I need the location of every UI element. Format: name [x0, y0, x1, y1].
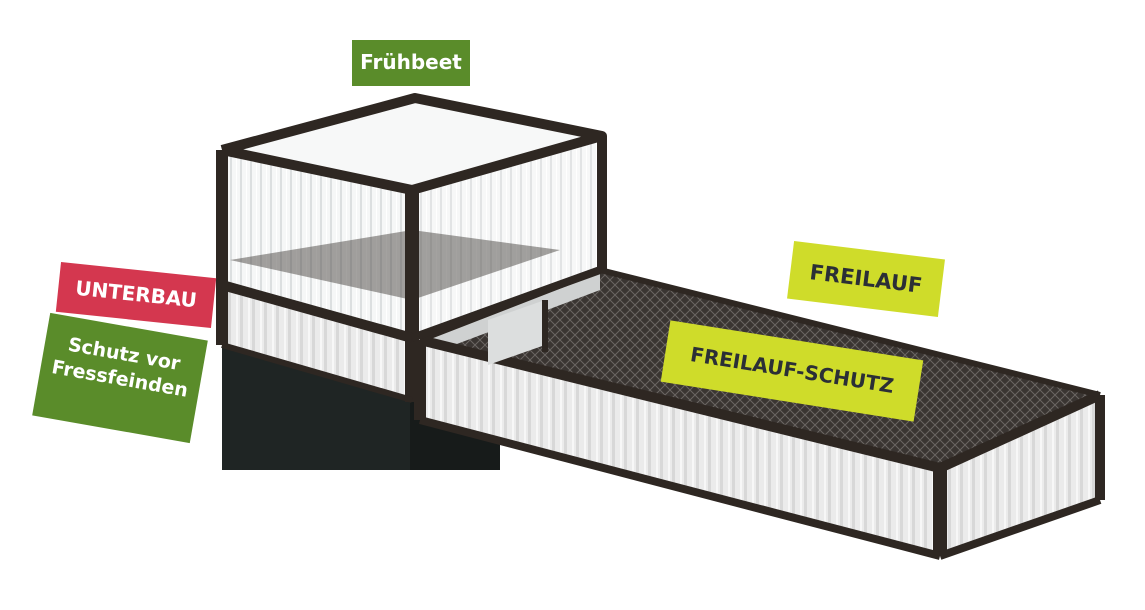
- freilauf-run: [414, 267, 1105, 560]
- fruehbeet-box: [216, 93, 607, 403]
- fruehbeet-label: Frühbeet: [352, 40, 470, 86]
